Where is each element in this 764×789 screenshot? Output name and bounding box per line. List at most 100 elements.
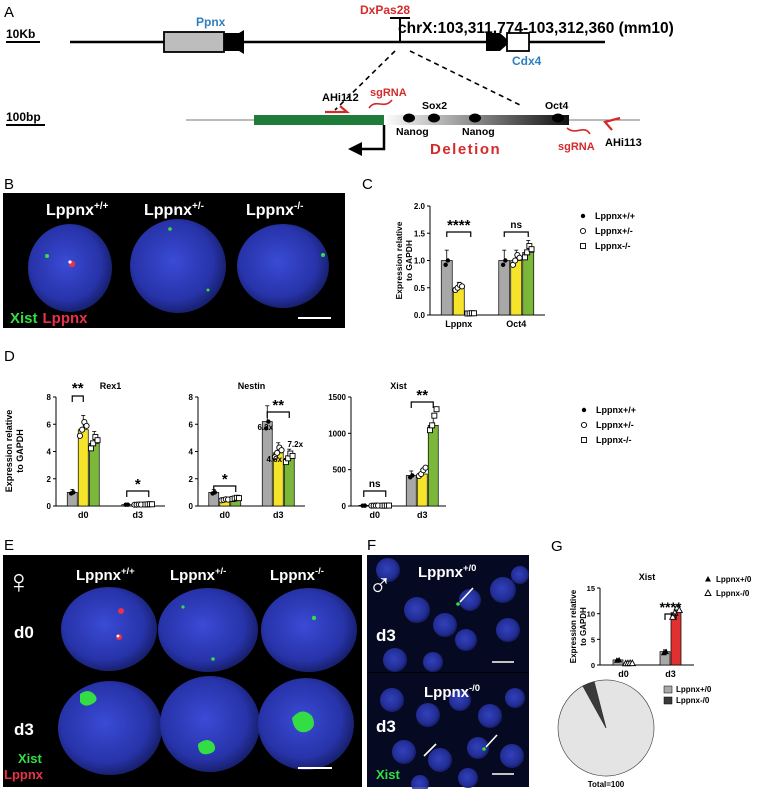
data-point	[429, 422, 436, 429]
tf-site-oct4	[552, 113, 564, 123]
y-tick-label: 0.0	[414, 311, 426, 320]
chart-title: Xist	[639, 572, 656, 582]
chart-title: Nestin	[238, 381, 266, 391]
xist-dot-b2	[168, 227, 172, 231]
legend-marker	[579, 227, 587, 235]
lppnx-dot-e1b	[116, 634, 122, 640]
x-tick-label: d3	[665, 669, 676, 679]
cell-nucleus	[404, 597, 430, 623]
sgrna-left-squiggle	[368, 99, 393, 109]
y-tick-label: 15	[587, 584, 595, 593]
data-point	[516, 254, 523, 261]
tf-label-nanog-1: Nanog	[396, 126, 429, 138]
cell-nucleus	[455, 629, 477, 651]
zoom-guide-right	[409, 50, 521, 106]
cell-nucleus	[376, 558, 400, 582]
primer-label-ahi112: AHi112	[322, 92, 359, 104]
colocalized-spot	[68, 260, 72, 264]
nucleus-b2	[130, 219, 226, 313]
data-point	[512, 257, 519, 264]
sig-bracket	[503, 231, 529, 237]
primer-ahi113-arrow	[603, 116, 621, 131]
sig-label: *	[135, 476, 141, 493]
data-point	[443, 262, 448, 268]
f-cell-field	[376, 558, 529, 789]
xist-dot-e3	[311, 615, 317, 621]
genotype-label-e3: Lppnx-/-	[270, 566, 324, 584]
bar	[427, 424, 439, 507]
data-point	[431, 412, 438, 419]
row-label-d3: d3	[14, 720, 34, 739]
sgrna-label-left: sgRNA	[370, 87, 407, 99]
nucleus-b3	[237, 224, 329, 308]
arrow-f1	[459, 587, 474, 603]
data-point	[149, 501, 156, 508]
sgrna-right-squiggle	[566, 127, 591, 135]
sig-bracket	[213, 485, 237, 492]
data-point	[522, 254, 528, 261]
y-tick-label: 0	[189, 502, 194, 511]
xist-cloud-e5	[198, 740, 216, 755]
y-tick-label: 0	[591, 661, 595, 670]
cell-nucleus	[416, 703, 440, 727]
nucleus-e1	[61, 587, 157, 671]
data-point	[386, 502, 392, 509]
primer-ahi112-arrow	[325, 105, 350, 114]
panel-label-a: A	[4, 4, 14, 21]
cell-nucleus	[423, 652, 443, 672]
scale-label-100bp: 100bp	[6, 110, 41, 124]
data-point	[83, 422, 90, 429]
legend-e-lppnx: Lppnx	[4, 767, 44, 782]
sig-bracket	[410, 401, 434, 408]
sig-label: ****	[447, 217, 471, 234]
cell-nucleus	[511, 566, 529, 584]
legend-label: Lppnx+/+	[595, 211, 635, 221]
legend-f-xist: Xist	[376, 767, 401, 782]
genotype-label-e1: Lppnx+/+	[76, 566, 135, 584]
y-tick-label: 1.5	[414, 229, 426, 238]
nucleus-e4	[58, 681, 162, 775]
data-point	[458, 283, 466, 290]
data-point	[616, 656, 623, 663]
nucleus-e3	[261, 588, 357, 672]
sig-bracket	[266, 411, 290, 418]
data-point	[503, 258, 508, 263]
cell-nucleus	[490, 577, 516, 603]
tf-site-nanog-1	[403, 113, 415, 123]
fold-label: 7.2x	[287, 440, 303, 449]
deletion-label: Deletion	[430, 141, 501, 158]
tf-label-nanog-2: Nanog	[462, 126, 495, 138]
genotype-label-f2: Lppnx-/0	[424, 683, 480, 701]
ppnx-exon-block	[224, 33, 244, 51]
data-point	[427, 427, 433, 434]
row-label-d0: d0	[14, 623, 34, 642]
legend-marker	[705, 576, 711, 582]
xist-dot-b1	[45, 254, 49, 258]
x-tick-label: d3	[132, 510, 143, 520]
genotype-label-e2: Lppnx+/-	[170, 566, 226, 584]
y-tick-label: 4	[47, 448, 52, 457]
bar	[510, 260, 523, 316]
y-tick-label: 6	[47, 420, 52, 429]
y-axis-label-1: Expression relative	[4, 410, 14, 493]
sgrna-label-right: sgRNA	[558, 141, 595, 153]
data-point	[628, 659, 637, 667]
y-axis-label-1: Expression relative	[569, 589, 578, 663]
panel-label-c: C	[362, 176, 373, 193]
legend-label: Lppnx+/0	[716, 575, 752, 584]
legend-label: Lppnx-/-	[595, 241, 631, 251]
data-point	[675, 606, 684, 613]
y-tick-label: 0	[342, 502, 347, 511]
y-axis-label-2: to GAPDH	[579, 607, 588, 646]
genotype-label-b2: Lppnx+/-	[144, 201, 204, 219]
legend-d: Lppnx+/+Lppnx+/-Lppnx-/-	[580, 405, 636, 445]
legend-label: Lppnx+/+	[596, 405, 636, 415]
x-tick-label: d0	[618, 669, 629, 679]
cell-nucleus	[459, 589, 481, 611]
